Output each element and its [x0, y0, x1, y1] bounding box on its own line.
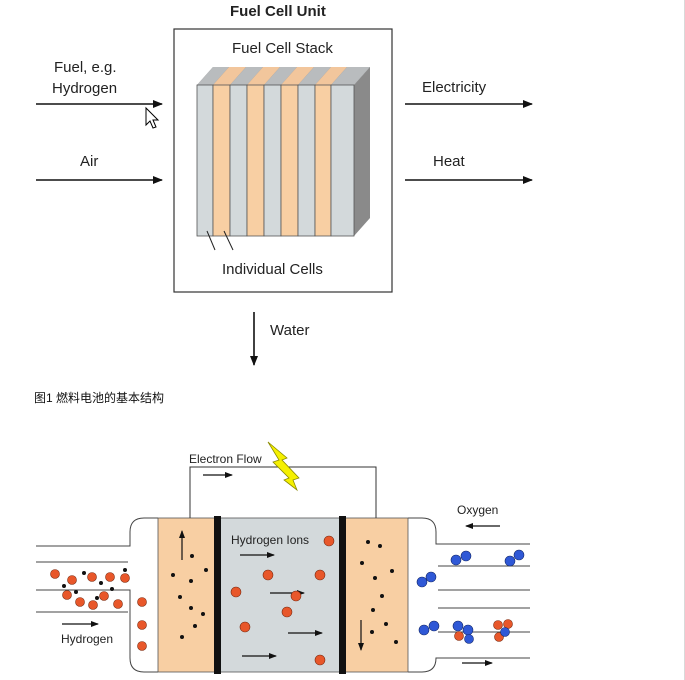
fuel-cell-unit-diagram	[36, 28, 533, 366]
lightning-bolt-icon	[267, 441, 300, 492]
anode-electrons	[171, 554, 208, 639]
fuel-cell-schematic	[36, 441, 530, 674]
heat-label: Heat	[433, 153, 465, 170]
cathode	[341, 517, 409, 673]
hydrogen-label: Hydrogen	[61, 632, 114, 646]
water-label: Water	[270, 322, 310, 339]
cell-pointer-line	[206, 230, 216, 251]
mouse-cursor-icon	[145, 106, 160, 129]
electron-flow-label: Electron Flow	[189, 452, 262, 466]
hydrogen-molecules	[50, 569, 147, 651]
anode	[157, 517, 219, 673]
electricity-label: Electricity	[422, 79, 487, 96]
figure-caption: 图1 燃料电池的基本结构	[34, 391, 165, 405]
cathode-membrane	[339, 516, 346, 674]
oxygen-label: Oxygen	[457, 503, 499, 517]
water-molecules-o	[464, 627, 510, 644]
cells-label: Individual Cells	[222, 261, 323, 278]
fuel-label-line2: Hydrogen	[52, 80, 118, 97]
cell-pointer-line	[223, 230, 234, 251]
diagram-title: Fuel Cell Unit	[230, 3, 326, 20]
electrons-left	[62, 568, 127, 600]
hydrogen-ions	[230, 535, 335, 666]
fuel-label-line1: Fuel, e.g.	[54, 59, 117, 76]
cathode-electrons	[360, 540, 398, 644]
stack-label: Fuel Cell Stack	[232, 40, 333, 57]
hydrogen-ions-label: Hydrogen Ions	[231, 533, 310, 547]
oxygen-molecules	[416, 549, 525, 636]
anode-membrane	[214, 516, 221, 674]
air-label: Air	[80, 153, 99, 170]
fuel-cell-stack	[196, 67, 370, 237]
